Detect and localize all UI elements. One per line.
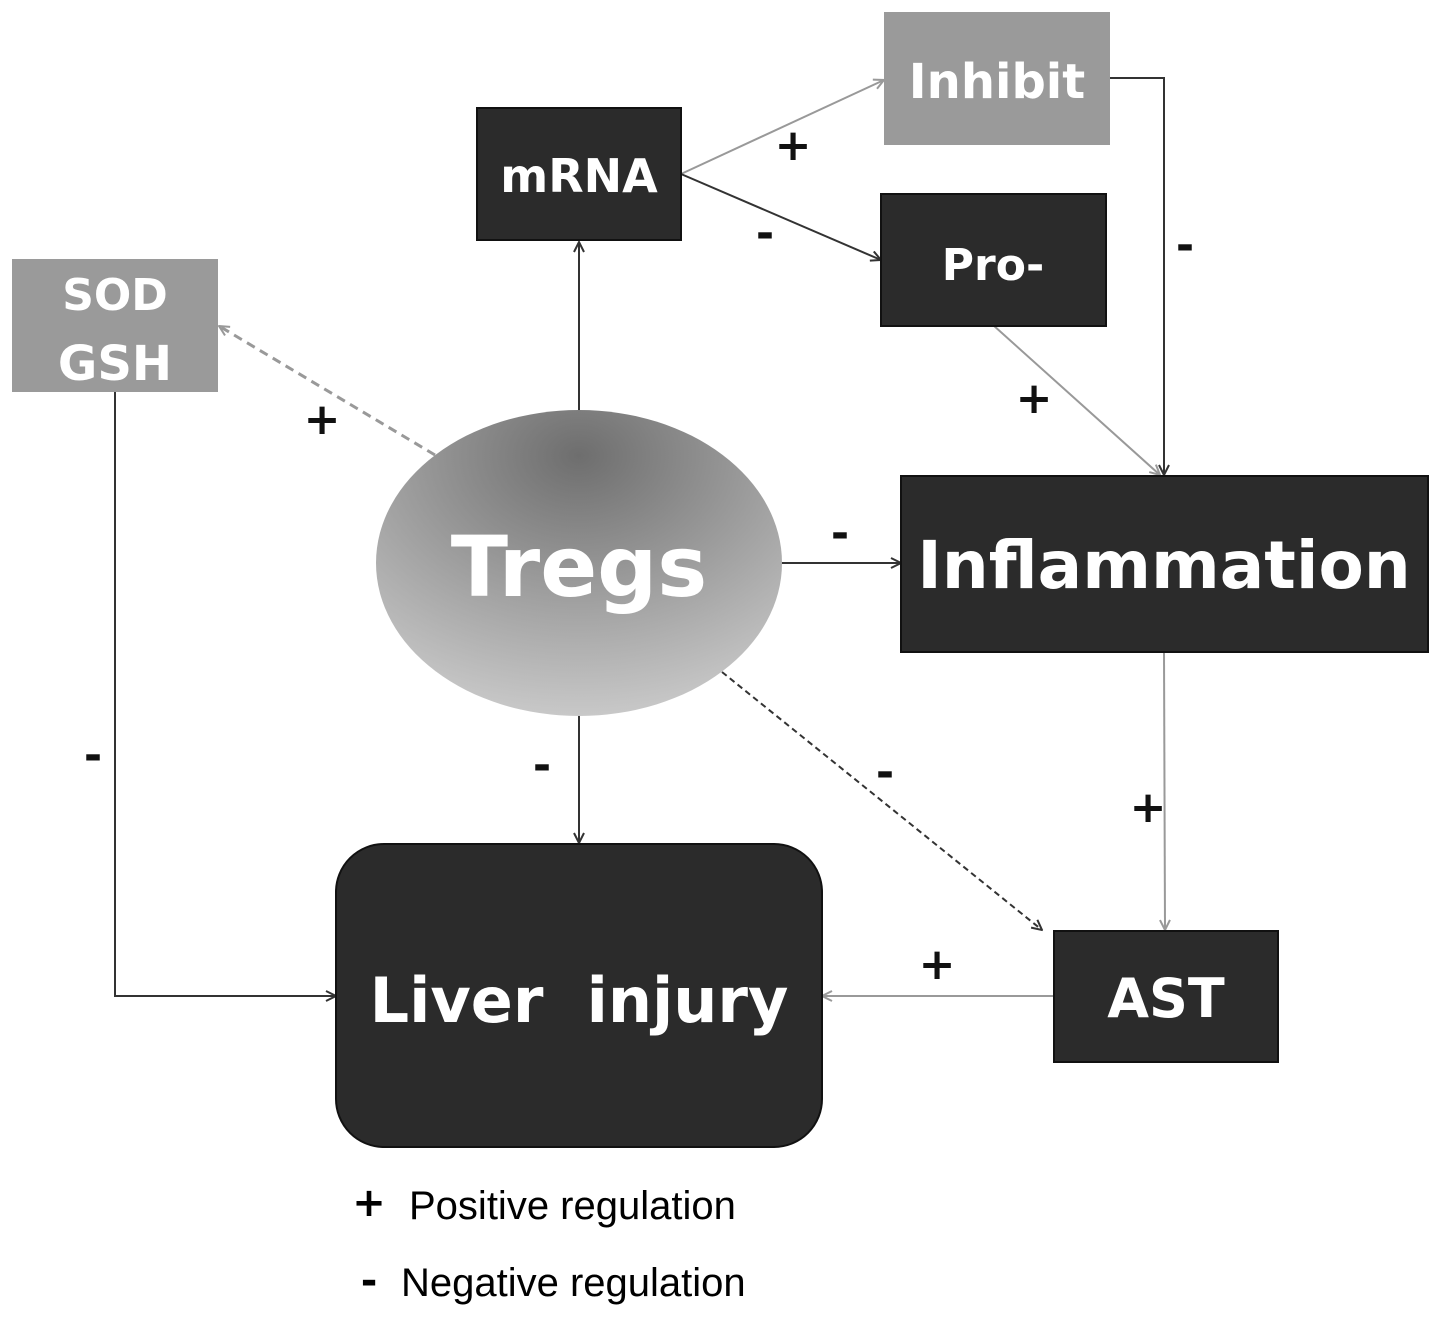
node-ast-label: AST — [1107, 967, 1225, 1030]
node-inhibit: Inhibit — [884, 12, 1110, 145]
sign-mrna-pro: - — [756, 208, 774, 259]
sign-mrna-inhibit: + — [775, 120, 812, 171]
node-mrna-label: mRNA — [500, 149, 658, 203]
edge-inhibit-inflammation — [1110, 77, 1164, 475]
node-sod-gsh: SOD GSH — [12, 259, 218, 392]
node-inflammation: Inflammation — [900, 475, 1429, 653]
node-tregs: Tregs — [376, 410, 782, 716]
legend-positive-label: Positive regulation — [409, 1184, 736, 1228]
legend: + Positive regulation - Negative regulat… — [352, 1180, 745, 1305]
sign-inflammation-ast: + — [1130, 782, 1167, 833]
node-pro-label: Pro- — [942, 240, 1044, 291]
node-inflammation-label: Inflammation — [917, 527, 1411, 604]
edge-inflammation-ast — [1164, 651, 1165, 930]
edge-mrna-pro — [680, 173, 881, 260]
node-pro: Pro- — [880, 193, 1107, 327]
node-inhibit-label: Inhibit — [909, 54, 1085, 110]
node-mrna: mRNA — [476, 107, 682, 241]
sign-ast-liver: + — [919, 939, 956, 990]
node-sod-label: SOD — [62, 270, 168, 321]
node-ast: AST — [1053, 930, 1279, 1063]
edge-mrna-inhibit — [680, 80, 884, 175]
edge-sod-liver — [114, 392, 336, 996]
node-liver-injury-label: Liver injury — [370, 964, 789, 1037]
edge-signs: + - - + + - - - - + + — [84, 120, 1194, 990]
sign-tregs-ast: - — [876, 747, 894, 798]
legend-negative-symbol: - — [361, 1258, 378, 1304]
edge-tregs-sod — [219, 324, 436, 457]
node-tregs-label: Tregs — [451, 518, 708, 616]
sign-sod-liver: - — [84, 730, 102, 781]
edges — [114, 77, 1165, 996]
legend-negative-label: Negative regulation — [401, 1261, 746, 1305]
node-gsh-label: GSH — [58, 336, 172, 392]
node-liver-injury: Liver injury — [335, 843, 823, 1148]
sign-tregs-liver: - — [533, 740, 551, 791]
edge-tregs-ast — [721, 671, 1042, 930]
sign-pro-inflammation: + — [1016, 373, 1053, 424]
sign-tregs-sod: + — [304, 394, 341, 445]
legend-positive-symbol: + — [352, 1180, 386, 1226]
sign-tregs-inflammation: - — [831, 508, 849, 559]
nodes: mRNA Inhibit Pro- SOD GSH Tregs Inflamma… — [12, 12, 1429, 1148]
sign-inhibit-inflammation: - — [1176, 220, 1194, 271]
edge-pro-inflammation — [992, 324, 1160, 475]
